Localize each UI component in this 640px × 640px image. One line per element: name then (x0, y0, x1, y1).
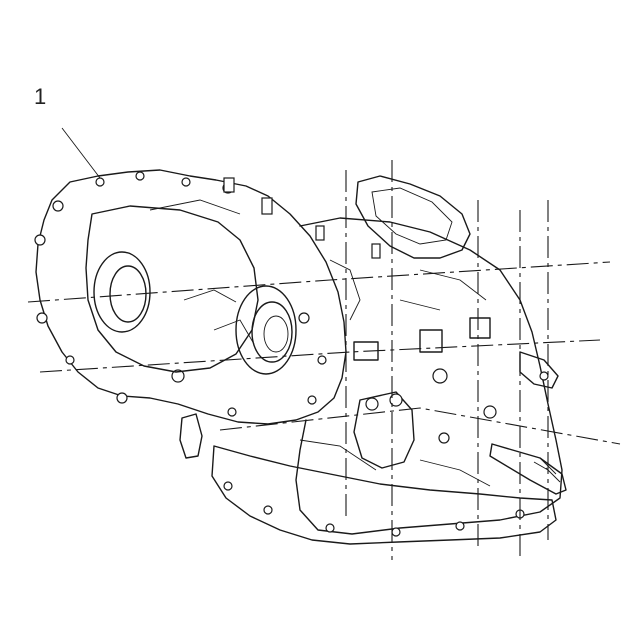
drain-fitting (179, 413, 203, 459)
accumulator-cover (355, 175, 471, 259)
governor-boss (353, 391, 415, 469)
side-mount-ear (519, 351, 559, 389)
differential-bore (235, 285, 297, 375)
input-shaft-bore (93, 251, 151, 333)
callout-label-1: 1 (34, 84, 47, 109)
oil-pan-bolts (223, 481, 525, 537)
bell-housing-cavity (85, 205, 259, 373)
manual-valve-shaft (489, 443, 567, 495)
callout-leader-line (61, 127, 101, 179)
bell-housing-flange (35, 169, 347, 425)
centerlines (27, 160, 621, 560)
stud-bolts (223, 177, 381, 259)
transaxle-case-body (295, 217, 563, 535)
oil-pan-flange (211, 445, 557, 545)
servo-chambers (353, 317, 497, 444)
case-ribs (149, 199, 491, 487)
